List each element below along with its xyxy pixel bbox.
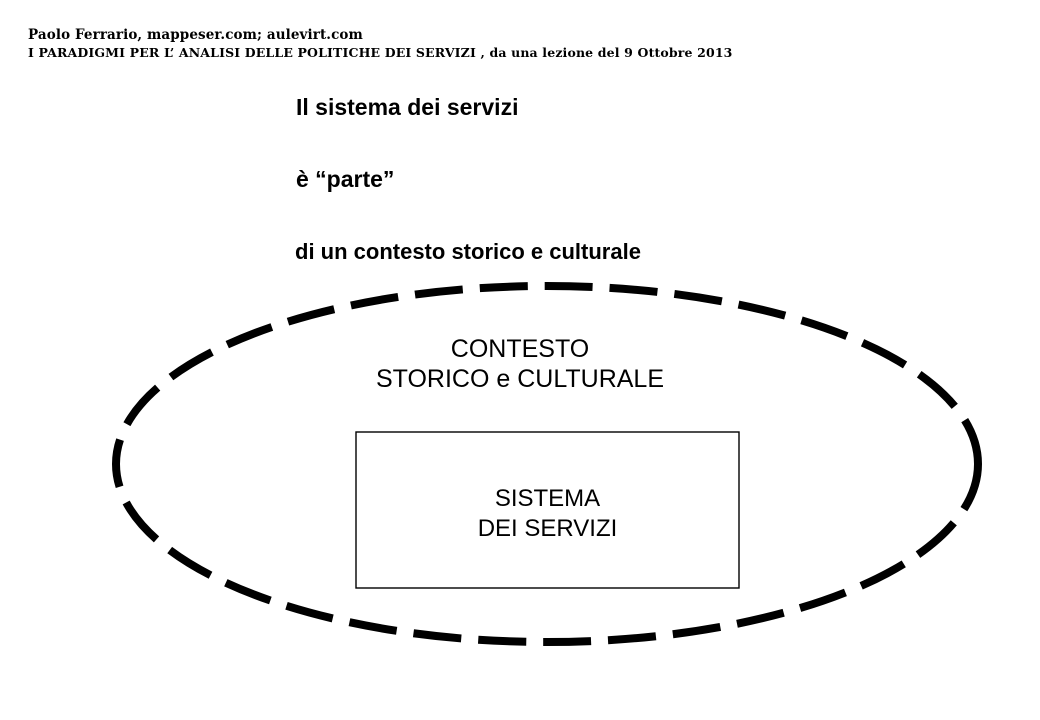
headline-line-3: di un contesto storico e culturale bbox=[295, 239, 641, 264]
system-rectangle-shape bbox=[355, 431, 740, 589]
context-ellipse-shape bbox=[112, 282, 982, 646]
headline-line-2: è “parte” bbox=[296, 166, 395, 192]
author-line: Paolo Ferrario, mappeser.com; aulevirt.c… bbox=[28, 27, 363, 43]
attribution-block: Paolo Ferrario, mappeser.com; aulevirt.c… bbox=[28, 26, 988, 62]
headline-line-1: Il sistema dei servizi bbox=[296, 94, 519, 120]
source-line: I PARADIGMI PER L’ ANALISI DELLE POLITIC… bbox=[28, 45, 733, 60]
